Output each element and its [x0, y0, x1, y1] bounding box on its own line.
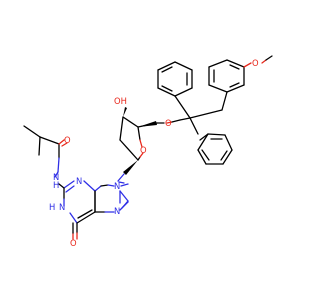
oxygen-bonds — [39, 55, 273, 240]
n9-label: N — [114, 181, 120, 191]
n1-label: N — [59, 202, 65, 212]
amide-oxygen-label: O — [64, 135, 71, 145]
nitrogen-bonds — [54, 143, 129, 224]
purine-bonds — [94, 190, 129, 213]
stereo-bonds — [123, 107, 157, 175]
molecule-structure-drawing: O O O OH O N H N H N N N O — [23, 55, 273, 248]
n7-label: N — [114, 206, 120, 216]
hydroxyl-label: OH — [114, 96, 127, 106]
carbonyl-oxygen-label: O — [70, 238, 77, 248]
wedge-bond-c3 — [123, 107, 127, 117]
n3-label: N — [76, 176, 82, 186]
ether-oxygen-label: O — [165, 118, 172, 128]
carbon-bonds — [23, 59, 245, 224]
wedge-bond-c4 — [138, 121, 157, 127]
ring-oxygen-label: O — [140, 145, 147, 155]
methoxy-oxygen-label: O — [252, 58, 259, 68]
amide-nitrogen-label: N — [53, 172, 59, 182]
atom-labels: O O O OH O N H N H N N N O — [49, 58, 259, 248]
n1-hydrogen-label: H — [49, 202, 55, 212]
wedge-bond-c1 — [123, 160, 138, 175]
amide-hydrogen-label: H — [53, 180, 59, 190]
